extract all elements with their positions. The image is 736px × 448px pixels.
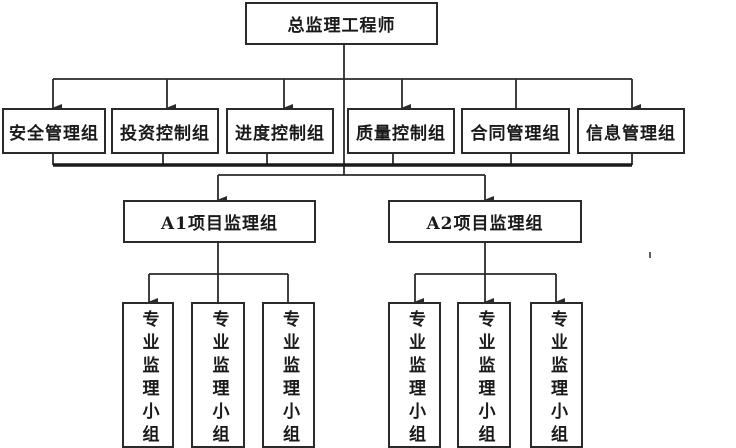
subgroup-label: 专业监理小组	[405, 310, 425, 448]
subgroup-box: 专业监理小组	[262, 302, 315, 448]
subgroup-box: 专业监理小组	[457, 302, 511, 448]
subgroup-box: 专业监理小组	[122, 302, 174, 448]
root-box-chief-supervisor: 总监理工程师	[245, 2, 438, 45]
group-box-quality: 质量控制组	[347, 108, 455, 154]
group-label: 合同管理组	[470, 123, 561, 144]
project-label: A2项目监理组	[426, 214, 544, 234]
group-box-schedule: 进度控制组	[226, 108, 334, 154]
group-label: 质量控制组	[356, 123, 446, 144]
group-label: 信息管理组	[586, 123, 676, 144]
subgroup-box: 专业监理小组	[530, 302, 583, 448]
group-box-contract: 合同管理组	[461, 108, 570, 154]
subgroup-box: 专业监理小组	[388, 302, 441, 448]
subgroup-label: 专业监理小组	[279, 310, 299, 448]
root-label: 总监理工程师	[287, 16, 396, 36]
subgroup-box: 专业监理小组	[191, 302, 245, 448]
group-label: 进度控制组	[235, 123, 325, 144]
group-label: 安全管理组	[9, 123, 99, 144]
group-box-safety: 安全管理组	[2, 108, 106, 154]
group-box-information: 信息管理组	[577, 108, 685, 154]
group-label: 投资控制组	[120, 123, 210, 144]
subgroup-label: 专业监理小组	[138, 310, 159, 448]
group-box-investment: 投资控制组	[111, 108, 219, 154]
subgroup-label: 专业监理小组	[474, 310, 495, 448]
project-box-a2: A2项目监理组	[388, 200, 582, 243]
project-box-a1: A1项目监理组	[123, 200, 316, 243]
subgroup-label: 专业监理小组	[208, 310, 229, 448]
project-label: A1项目监理组	[160, 214, 279, 234]
subgroup-label: 专业监理小组	[547, 310, 567, 448]
